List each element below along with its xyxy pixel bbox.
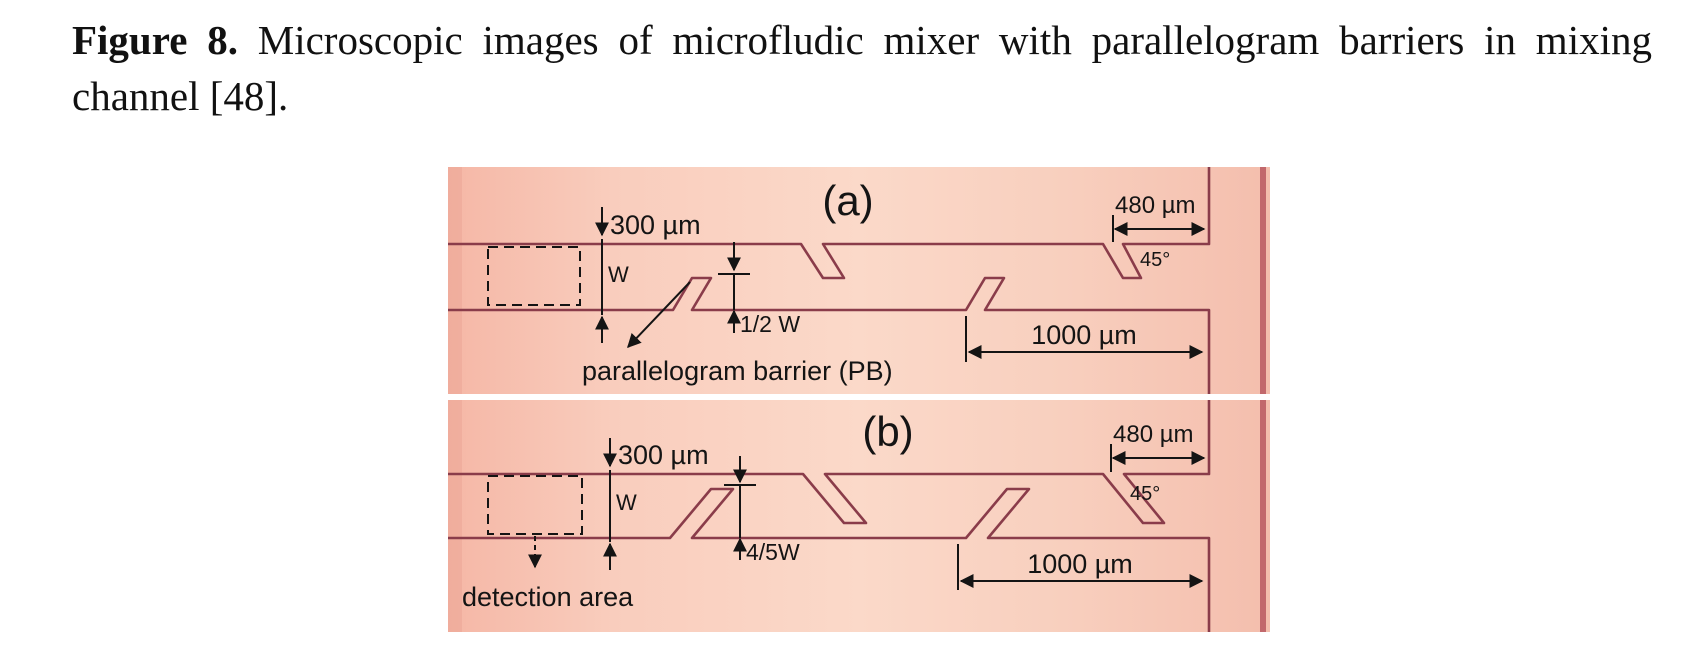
- panel-a-pitch-label: 1000 µm: [1031, 320, 1137, 350]
- panel-a-tag: (a): [822, 177, 873, 224]
- panel-a-barrier-length-label: 480 µm: [1115, 192, 1196, 219]
- figure-label: Figure 8.: [72, 17, 238, 63]
- panel-b-barrier-length-label: 480 µm: [1113, 421, 1194, 448]
- panel-b-right-edge: [1260, 400, 1266, 632]
- panel-b-detection-label: detection area: [462, 582, 634, 612]
- panel-a-barrier-height-label: 1/2 W: [740, 311, 800, 337]
- panel-a-right-edge: [1260, 167, 1266, 394]
- panel-b-pitch-dimension: [957, 544, 1204, 590]
- panel-b-barrier-length-dimension: [1110, 444, 1206, 472]
- panel-a-barrier-name: parallelogram barrier (PB): [582, 356, 893, 386]
- panel-b-angle-label: 45°: [1130, 483, 1160, 505]
- panel-b-left-shade: [448, 400, 462, 632]
- panel-b-tag: (b): [862, 408, 913, 455]
- panel-a-w-label: W: [608, 262, 629, 287]
- panel-a-pitch-dimension: [965, 316, 1204, 362]
- microscope-figure: 300 µm W 1/2 W parallelogram barrier (PB…: [448, 167, 1270, 632]
- panel-b-barrier-height-dimension: [724, 456, 756, 560]
- panel-b-channel: [448, 400, 1211, 632]
- panel-a-barrier-pointer: [627, 281, 691, 349]
- panel-a-left-shade: [448, 167, 462, 394]
- panel-b-w-label: W: [616, 490, 637, 515]
- panel-b-pitch-label: 1000 µm: [1027, 549, 1133, 579]
- panel-b-barrier-height-label: 4/5W: [746, 539, 800, 565]
- panel-a-channel: [448, 167, 1211, 394]
- panel-a-barrier-height-dimension: [718, 242, 750, 333]
- figure-caption: Figure 8. Microscopic images of microflu…: [72, 12, 1652, 124]
- figure-caption-text: Microscopic images of microfludic mixer …: [72, 17, 1652, 119]
- panel-b-detection-box: [487, 475, 583, 535]
- panel-a-detection-box: [487, 246, 581, 306]
- panel-a-barrier-length-dimension: [1112, 215, 1206, 242]
- panel-b-width-label: 300 µm: [618, 440, 709, 470]
- panel-a: 300 µm W 1/2 W parallelogram barrier (PB…: [448, 167, 1270, 394]
- panel-b: detection area 300 µm W 4/5W (b) 480 µm …: [448, 400, 1270, 632]
- panel-a-angle-label: 45°: [1140, 249, 1170, 271]
- panel-a-width-label: 300 µm: [610, 210, 701, 240]
